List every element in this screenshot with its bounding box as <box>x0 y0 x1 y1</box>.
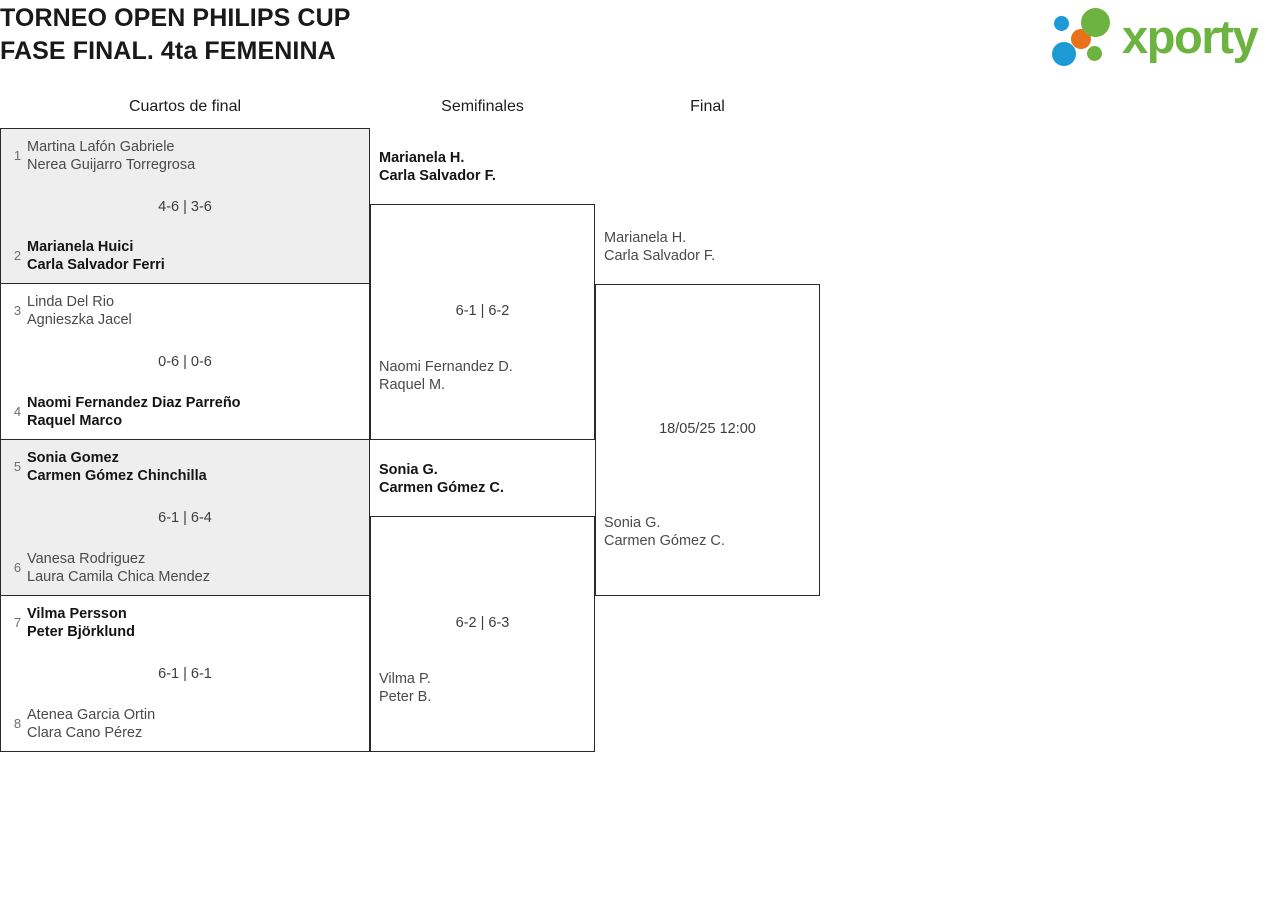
semifinal-team-bottom: Naomi Fernandez D. Raquel M. <box>379 359 513 393</box>
seed-number: 1 <box>13 148 22 163</box>
dot-blue-large <box>1052 42 1076 66</box>
semifinal-match[interactable]: Marianela H. Carla Salvador F. Naomi Fern… <box>370 150 595 440</box>
match-score: 4-6 | 3-6 <box>158 199 212 215</box>
match-score: 0-6 | 0-6 <box>158 354 212 370</box>
logo-dots-icon <box>1052 6 1128 68</box>
quarterfinal-match[interactable]: 1 Martina Lafón Gabriele Nerea Guijarro T… <box>0 128 370 284</box>
seed-number: 4 <box>13 404 22 419</box>
page-header: TORNEO OPEN PHILIPS CUP FASE FINAL. 4ta … <box>0 0 1280 78</box>
team-names: Vanesa Rodriguez Laura Camila Chica Mend… <box>27 551 210 585</box>
page-title: TORNEO OPEN PHILIPS CUP FASE FINAL. 4ta … <box>0 4 351 65</box>
team-names: Naomi Fernandez Diaz Parreño Raquel Marc… <box>27 395 241 429</box>
match-score: 6-1 | 6-4 <box>158 510 212 526</box>
semifinal-match[interactable]: Sonia G. Carmen Gómez C. Vilma P. Peter B… <box>370 462 595 752</box>
quarterfinal-team-row: 1 Martina Lafón Gabriele Nerea Guijarro T… <box>1 138 369 174</box>
quarterfinal-team-row: 6 Vanesa Rodriguez Laura Camila Chica Men… <box>1 550 369 586</box>
tournament-bracket: 1 Martina Lafón Gabriele Nerea Guijarro T… <box>0 128 900 768</box>
seed-number: 2 <box>13 248 22 263</box>
dot-green-small <box>1087 46 1102 61</box>
quarterfinal-team-row: 7 Vilma Persson Peter Björklund <box>1 605 369 641</box>
semifinal-team-bottom: Vilma P. Peter B. <box>379 671 432 705</box>
seed-number: 3 <box>13 303 22 318</box>
semifinal-team-top: Sonia G. Carmen Gómez C. <box>379 462 504 496</box>
quarterfinal-team-row: 5 Sonia Gomez Carmen Gómez Chinchilla <box>1 449 369 485</box>
seed-number: 6 <box>13 560 22 575</box>
seed-number: 5 <box>13 459 22 474</box>
match-score: 6-2 | 6-3 <box>455 615 510 631</box>
final-match[interactable]: Marianela H. Carla Salvador F. Sonia G. C… <box>595 230 820 596</box>
final-team-bottom: Sonia G. Carmen Gómez C. <box>604 515 725 549</box>
quarterfinal-team-row: 3 Linda Del Rio Agnieszka Jacel <box>1 293 369 329</box>
xporty-logo[interactable]: xporty <box>1052 6 1276 68</box>
quarterfinal-match[interactable]: 3 Linda Del Rio Agnieszka Jacel 4 Naomi Fer… <box>0 284 370 440</box>
team-names: Martina Lafón Gabriele Nerea Guijarro To… <box>27 139 196 173</box>
team-names: Linda Del Rio Agnieszka Jacel <box>27 294 132 328</box>
final-team-top: Marianela H. Carla Salvador F. <box>604 230 716 264</box>
team-names: Atenea Garcia Ortin Clara Cano Pérez <box>27 707 156 741</box>
seed-number: 7 <box>13 615 22 630</box>
quarterfinal-match[interactable]: 5 Sonia Gomez Carmen Gómez Chinchilla 6 Van… <box>0 440 370 596</box>
round-header-quarterfinals: Cuartos de final <box>128 98 242 115</box>
round-header-final: Final <box>690 98 725 115</box>
match-score: 6-1 | 6-2 <box>455 303 510 319</box>
team-names: Marianela Huici Carla Salvador Ferri <box>27 239 165 273</box>
quarterfinal-team-row: 4 Naomi Fernandez Diaz Parreño Raquel Mar… <box>1 394 369 430</box>
quarterfinal-team-row: 2 Marianela Huici Carla Salvador Ferri <box>1 238 369 274</box>
dot-blue-small <box>1054 16 1069 31</box>
team-names: Sonia Gomez Carmen Gómez Chinchilla <box>27 450 207 484</box>
logo-wordmark: xporty <box>1122 10 1259 63</box>
semifinal-team-top: Marianela H. Carla Salvador F. <box>379 150 496 184</box>
seed-number: 8 <box>13 716 22 731</box>
match-score: 6-1 | 6-1 <box>158 666 212 682</box>
quarterfinal-team-row: 8 Atenea Garcia Ortin Clara Cano Pérez <box>1 706 369 742</box>
round-header-semifinals: Semifinales <box>441 98 524 115</box>
dot-green-large <box>1081 8 1110 37</box>
team-names: Vilma Persson Peter Björklund <box>27 606 135 640</box>
final-match-schedule: 18/05/25 12:00 <box>659 421 756 437</box>
quarterfinal-match[interactable]: 7 Vilma Persson Peter Björklund 8 Atenea Ga… <box>0 596 370 752</box>
